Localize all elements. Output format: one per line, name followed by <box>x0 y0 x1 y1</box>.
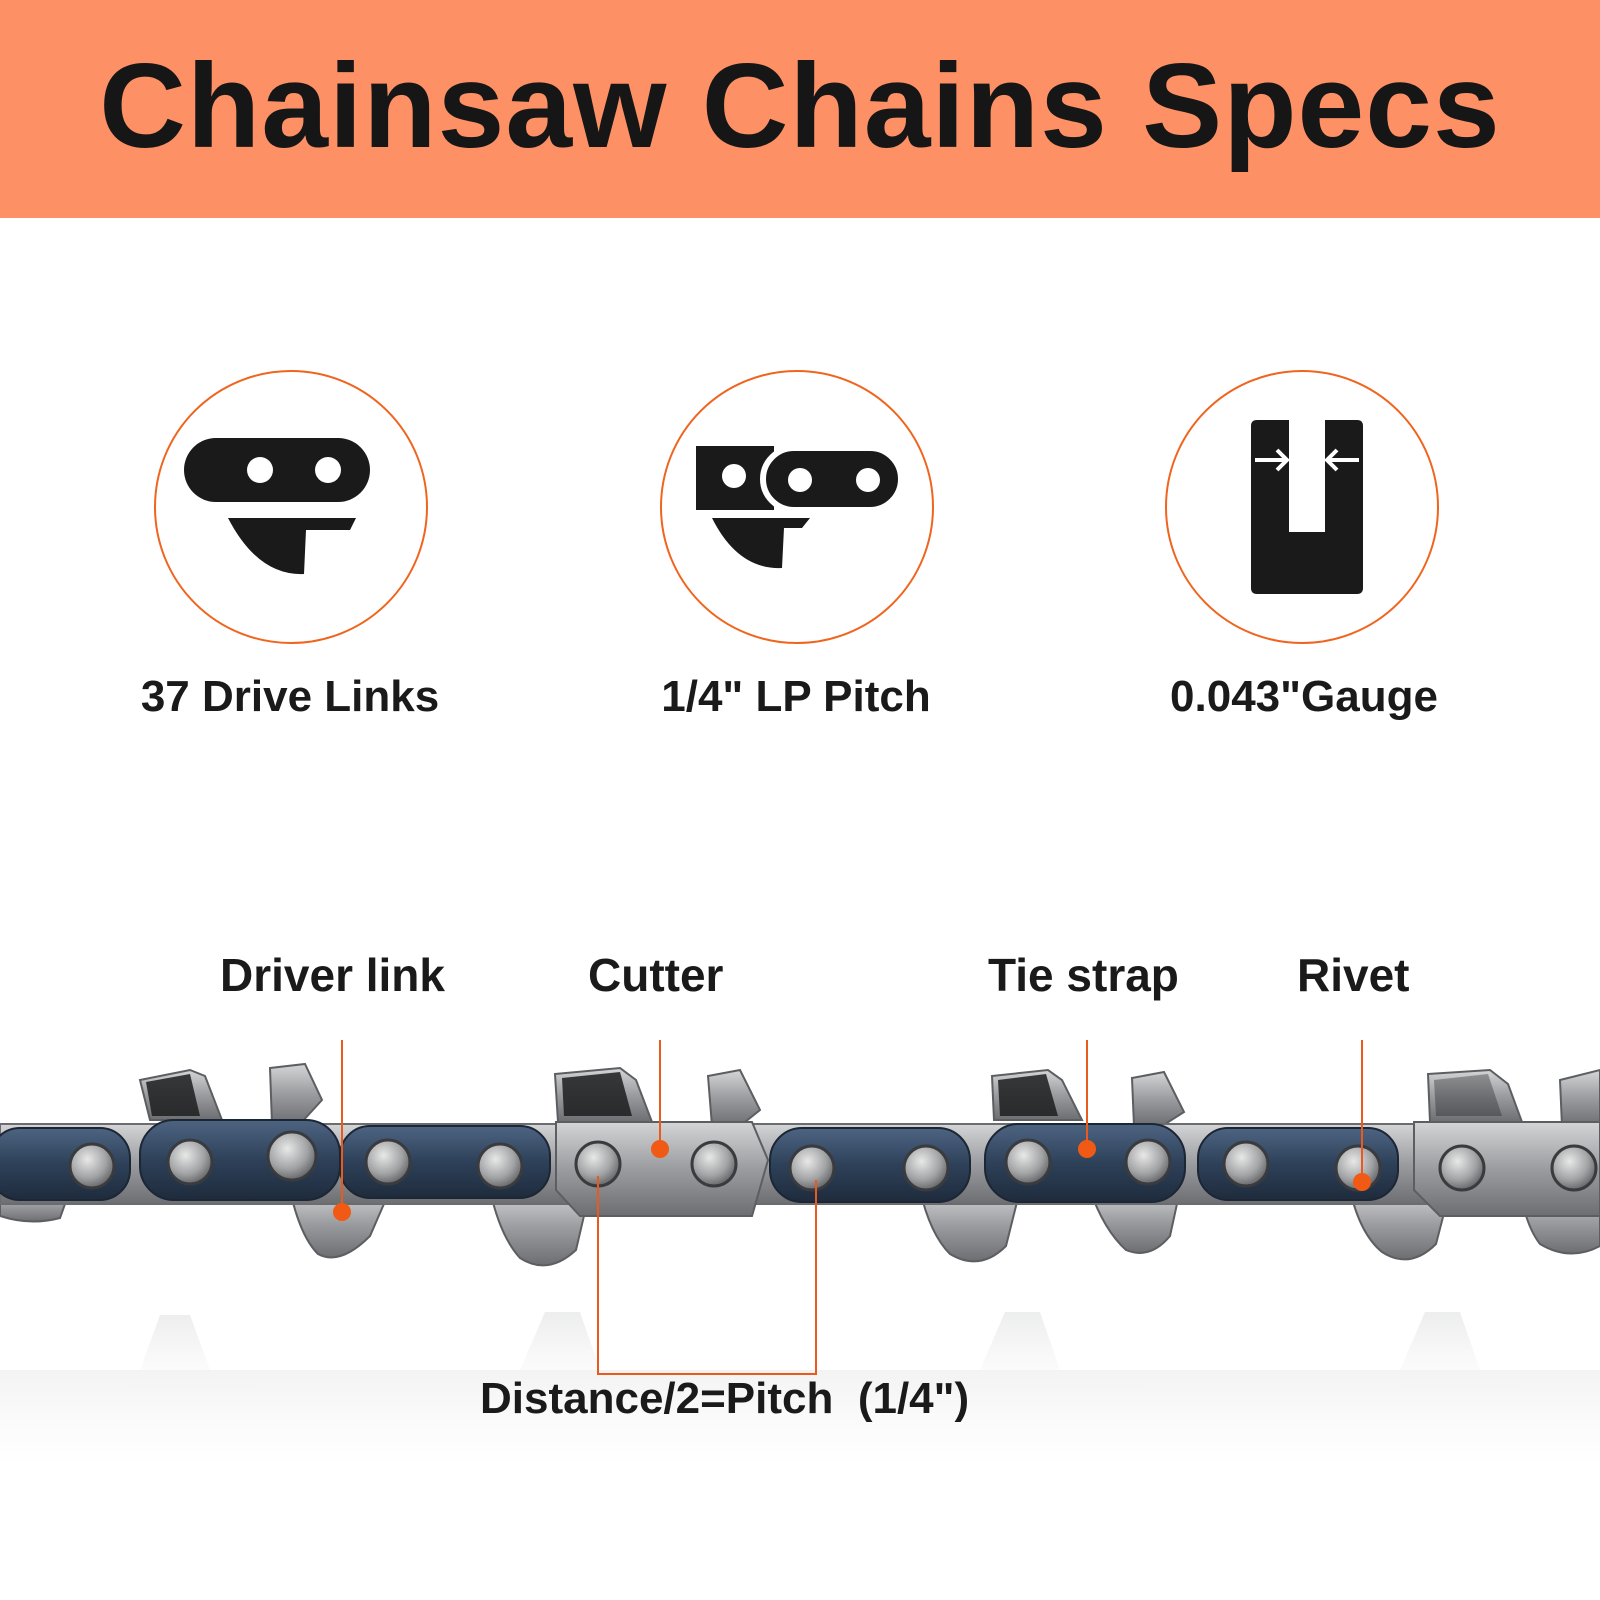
label-driver-link: Driver link <box>220 949 445 1001</box>
label-rivet: Rivet <box>1297 949 1410 1001</box>
spec-label-gauge: 0.043"Gauge <box>1170 672 1438 721</box>
spec-label-pitch: 1/4" LP Pitch <box>661 672 931 721</box>
spec-label-drive-links: 37 Drive Links <box>140 672 440 721</box>
pitch-formula-label: Distance/2=Pitch (1/4") <box>480 1374 970 1423</box>
gauge-icon <box>1251 420 1363 594</box>
spec-circle-pitch <box>660 370 934 644</box>
header-banner <box>0 0 1600 218</box>
page-title: Chainsaw Chains Specs <box>99 39 1501 173</box>
label-cutter: Cutter <box>588 949 724 1001</box>
chain-diagram <box>0 1040 1600 1500</box>
label-tie-strap: Tie strap <box>988 949 1179 1001</box>
drive-link-icon <box>184 438 370 575</box>
chain-illustration <box>0 1040 1600 1500</box>
spec-circle-gauge <box>1165 370 1439 644</box>
chain-pitch-icon <box>696 445 904 569</box>
spec-circle-drive-links <box>154 370 428 644</box>
